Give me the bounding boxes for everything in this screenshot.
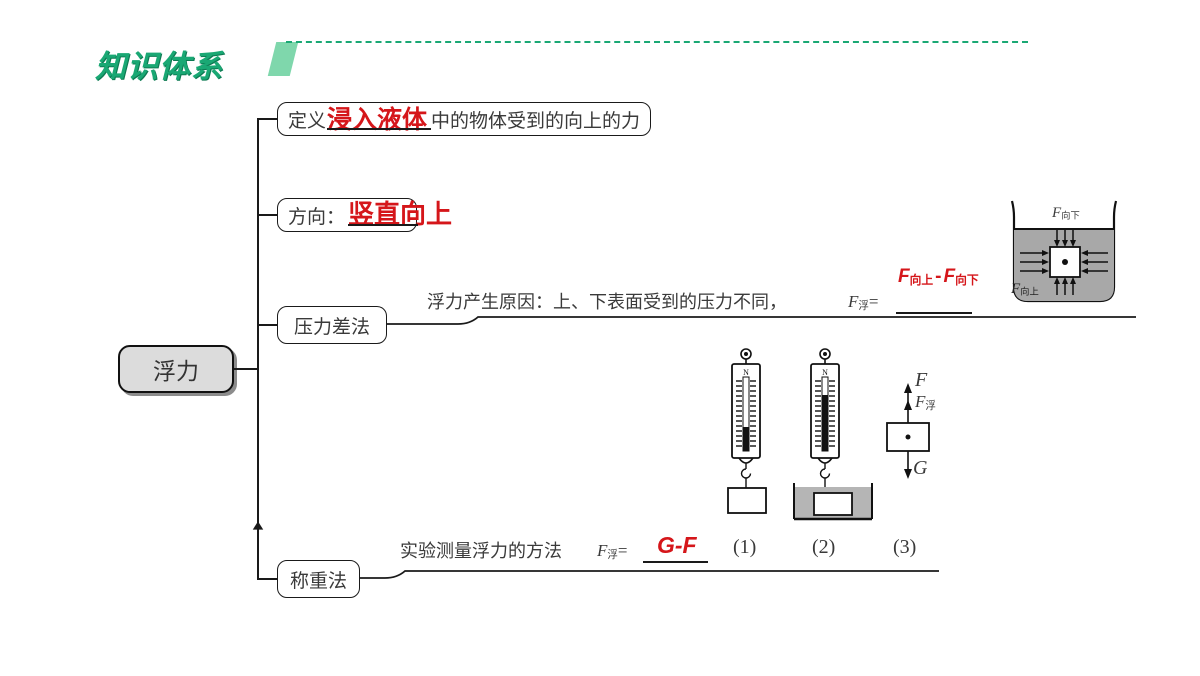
pressure-answer-a-sub: 向上 [909,274,934,288]
root-node-buoyancy[interactable]: 浮力 [118,345,234,393]
figure-1-spring-scale: N [727,348,767,514]
trunk-line [257,118,259,579]
definition-label: 定义： [288,110,346,132]
svg-text:N: N [822,368,828,377]
header-divider [286,41,1028,43]
definition-answer: 浸入液体 [327,106,428,134]
branch-node-pressure-difference[interactable]: 压力差法 [277,306,387,344]
weighing-answer-underline [643,561,708,563]
weighing-formula-lhs: F浮= [597,541,628,562]
svg-text:N: N [743,368,749,377]
pressure-formula-sub: 浮 [858,300,869,312]
pressure-formula-F: F [848,292,859,311]
branch-stub-direction [257,214,278,216]
weighing-branch-line [359,570,939,579]
definition-trailing-text: 中的物体受到的向上的力 [431,110,641,132]
trunk-arrow-icon [252,521,264,530]
weighing-description: 实验测量浮力的方法 [400,541,562,561]
pressure-answer-underline [896,312,972,314]
pressure-answer-b-main: F [943,266,956,287]
branch-stub-pressure [257,324,278,326]
beaker-label-bottom: F向上 [1011,281,1039,298]
beaker-label-top-main: F [1052,205,1062,221]
direction-answer-underline [348,224,418,226]
figure-caption-2: (2) [812,536,836,558]
root-connector [234,368,259,370]
weighing-node-label: 称重法 [289,570,347,592]
weighing-formula-sub: 浮 [607,549,618,561]
pressure-answer-b-sub: 向下 [955,274,979,288]
force-diagram-label-buoyancy: F浮 [915,392,936,413]
pressure-branch-line [386,316,1136,325]
figure-caption-3: (3) [893,536,917,558]
direction-label: 方向： [288,206,346,228]
branch-node-weighing-method[interactable]: 称重法 [277,560,360,598]
title-accent-bar [267,42,299,76]
force-diagram-buoyancy-sub: 浮 [925,400,936,412]
spring-scale-experiment: N [727,348,930,521]
beaker-label-bottom-sub: 向上 [1020,287,1039,298]
beaker-label-bottom-main: F [1011,281,1021,297]
definition-answer-underline [327,128,431,130]
branch-node-definition[interactable]: 定义： 中的物体受到的向上的力 [277,102,651,136]
beaker-label-top: F向下 [1052,205,1080,222]
pressure-answer-a-main: F [898,266,910,287]
pressure-formula-lhs: F浮= [848,292,879,313]
force-diagram-label-F: F [915,369,928,391]
weighing-formula-eq: = [617,541,628,560]
weighing-formula-F: F [597,541,608,560]
force-diagram-buoyancy-main: F [915,392,926,411]
figure-caption-1: (1) [733,536,757,558]
branch-stub-weighing [257,578,278,580]
page-title: 知识体系 [95,49,223,84]
beaker-pressure-diagram [1010,200,1118,303]
branch-stub-definition [257,118,278,120]
branch-node-direction[interactable]: 方向： [277,198,417,232]
pressure-answer: F向上-F向下 [898,266,979,288]
root-node-label: 浮力 [153,359,199,384]
figure-2-spring-scale-submerged: N [793,348,873,521]
pressure-answer-minus: - [935,266,942,287]
pressure-description: 浮力产生原因：上、下表面受到的压力不同， [427,292,787,312]
pressure-formula-eq: = [868,292,879,311]
figure-3-force-diagram [886,383,930,479]
force-diagram-label-G: G [913,457,928,479]
beaker-label-top-sub: 向下 [1061,211,1080,222]
pressure-node-label: 压力差法 [293,316,370,338]
weighing-answer: G-F [657,532,697,558]
